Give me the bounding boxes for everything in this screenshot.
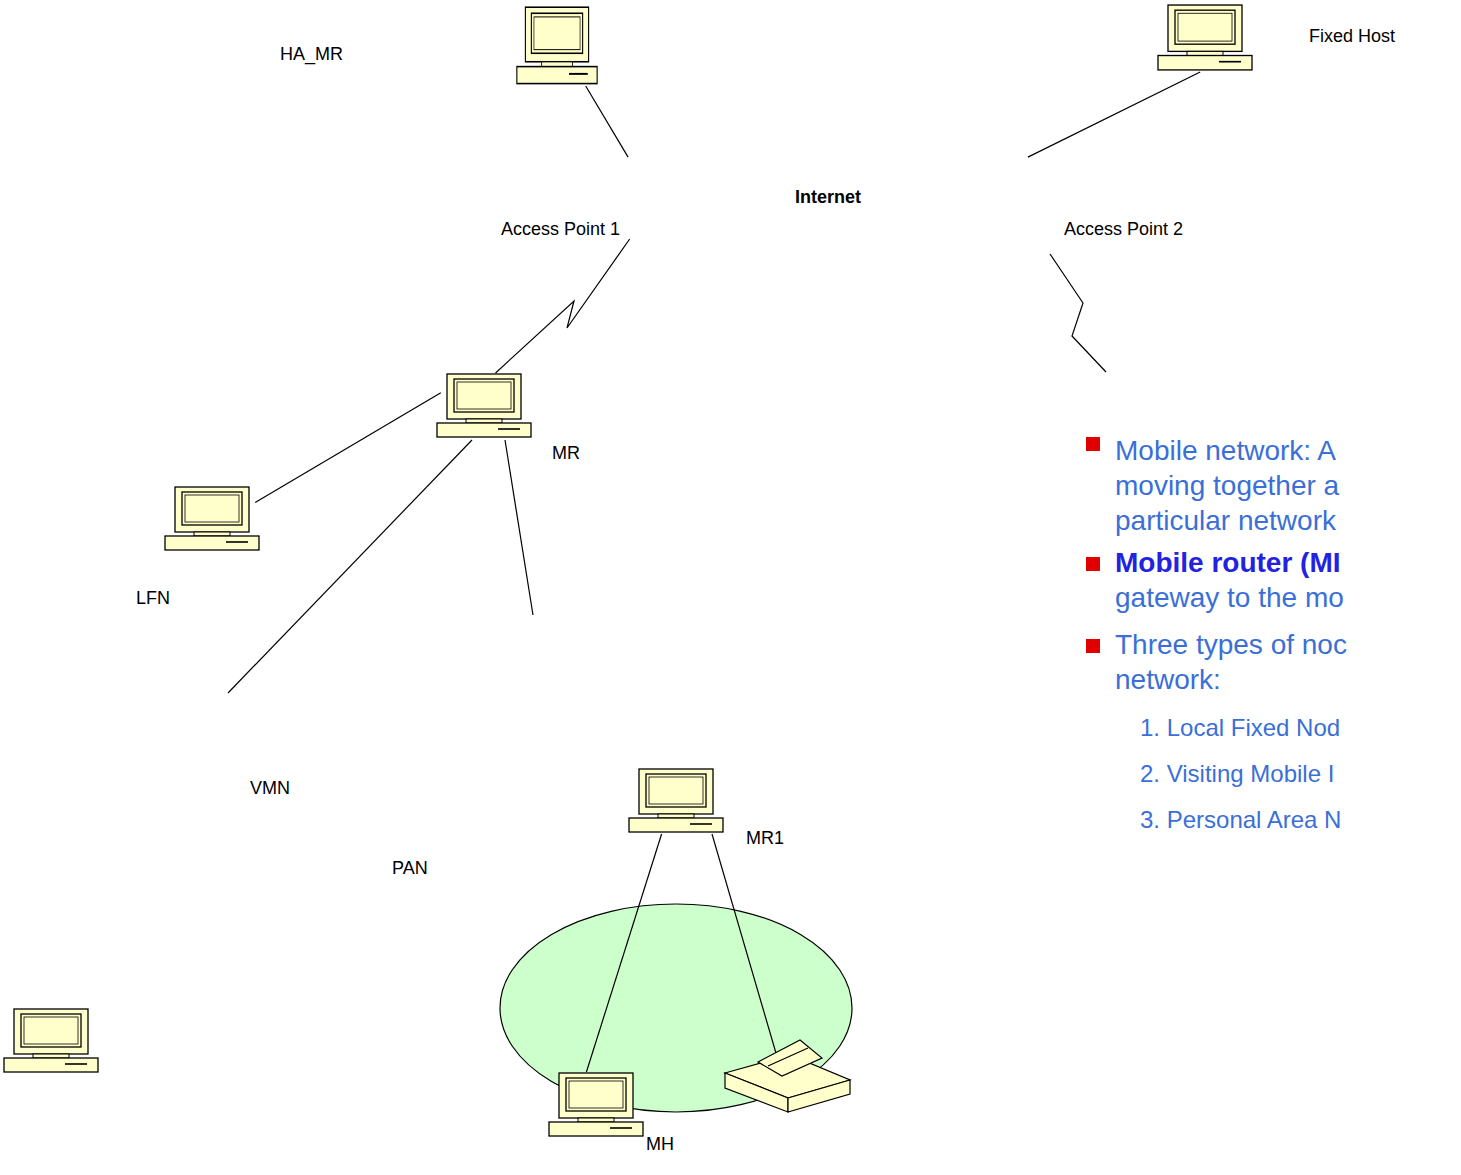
computer-icon [549,1073,643,1136]
wireless-link [496,239,630,373]
link-line [712,834,778,1060]
computer-icon [548,1072,644,1138]
computer-icon [165,487,259,550]
node-label: Internet [795,187,861,207]
mobile-network-ellipse: VMN PAN MR LFN [85,358,821,922]
node-outline [516,140,1140,280]
node-outline [517,141,1139,279]
computer-icon [629,769,723,832]
sub-network-ellipse [500,904,852,1112]
computer-icon [516,6,598,86]
node-label: LFN [136,588,170,608]
computer-icon [1158,5,1252,70]
node-label: PAN [392,858,428,878]
label-holder: moving together a [1115,469,1339,503]
bullet-text: gateway to the mo [1115,582,1344,613]
bullet-text: network: [1115,664,1221,695]
link-line [505,440,533,615]
label-holder: MR [552,443,580,465]
bullet-text: 2. Visiting Mobile I [1140,760,1334,787]
label-holder: Three types of noc [1115,628,1347,662]
computer-icon [1157,4,1253,72]
label-holder: Internet [516,187,1140,209]
bullet-text: Mobile network: A [1115,435,1336,466]
label-holder: Access Point 2 [1064,219,1183,241]
label-holder: VMN [250,778,290,800]
node-label: MR [552,443,580,463]
computer-node: HA_MR [516,6,598,86]
node-label: VMN [250,778,290,798]
node-label: MH [646,1134,674,1154]
label-holder: MH [646,1134,674,1156]
label-holder: Mobile router (MI [1115,546,1341,580]
node-label: HA_MR [280,44,343,64]
label-holder: Fixed Host [1309,26,1395,48]
label-holder: PAN [392,858,428,880]
node-label: Fixed Host [1309,26,1395,46]
label-holder: MR1 [746,828,784,850]
node-outline [624,218,648,242]
link-line [586,834,661,1072]
node-outline [625,219,647,241]
bullet-text: Three types of noc [1115,629,1347,660]
access-point: Access Point 1 [624,218,648,242]
node-label: Access Point 1 [501,219,620,239]
computer-icon [4,1009,98,1072]
label-holder: 2. Visiting Mobile I [1140,760,1334,789]
label-holder: particular network [1115,504,1336,538]
bullet-marker [1086,437,1100,653]
node-label: Access Point 2 [1064,219,1183,239]
computer-node: Fixed Host [1157,4,1253,72]
label-holder: Access Point 1 [501,219,620,241]
computer-icon [437,374,531,437]
label-holder: LFN [136,588,170,610]
wireless-link [1050,254,1106,372]
label-holder: 1. Local Fixed Nod [1140,714,1340,743]
bullet-text: moving together a [1115,470,1339,501]
label-holder: Mobile network: A [1115,434,1336,468]
link-line [228,440,472,693]
computer-node: MH [548,1072,644,1138]
link-line [1028,72,1200,157]
router-node: MR [436,373,532,439]
label-holder: gateway to the mo [1115,581,1344,615]
computer-node: LFN [164,486,260,552]
computer-icon [164,486,260,552]
node-outline [1015,218,1039,242]
bullet-text: 3. Personal Area N [1140,806,1341,833]
link-line [586,86,628,157]
node-outline [1016,219,1038,241]
computer-icon [436,373,532,439]
node-outline [85,358,821,922]
router-node: MR1 [628,768,724,834]
label-holder: network: [1115,663,1221,697]
access-point: Access Point 2 [1015,218,1039,242]
bullet-text: Mobile router (MI [1115,547,1341,578]
label-holder: 3. Personal Area N [1140,806,1341,835]
node-label: MR1 [746,828,784,848]
label-holder: HA_MR [280,44,343,66]
link-line [255,393,441,503]
bullet-text: 1. Local Fixed Nod [1140,714,1340,741]
node-outline [86,359,820,921]
network-ellipse: InternetAccess Point 1 Access Point 2 [516,140,1140,280]
computer-icon [628,768,724,834]
computer-icon [517,7,597,83]
bullet-text: particular network [1115,505,1336,536]
printer-icon [725,1040,850,1112]
